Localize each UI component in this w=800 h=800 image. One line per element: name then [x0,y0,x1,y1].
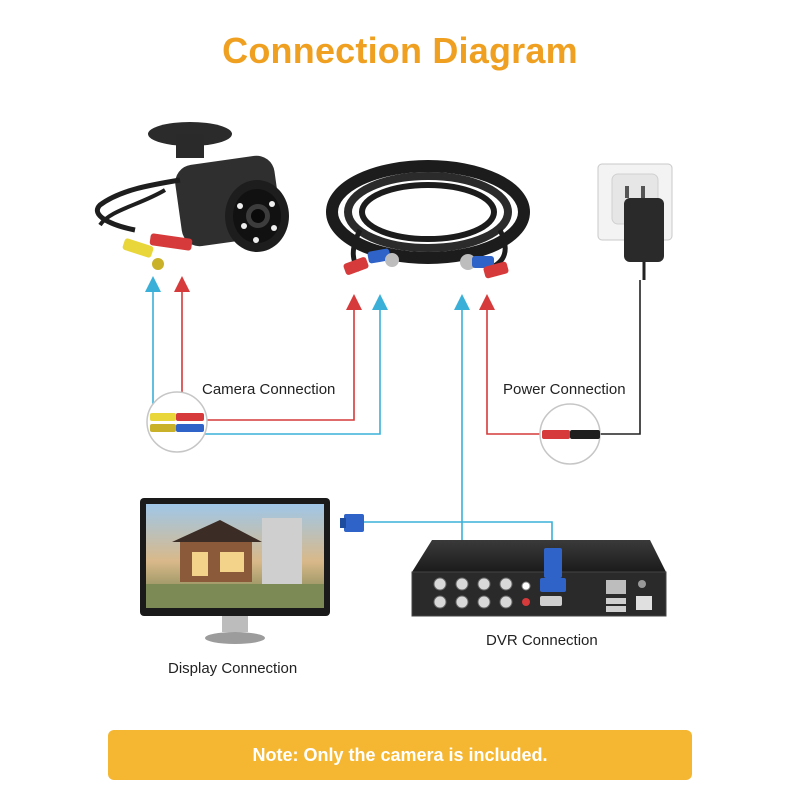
dvr-connection-label: DVR Connection [486,632,598,649]
vga-connector-icon [340,514,364,532]
power-connector-closeup [540,404,600,464]
power-adapter-icon [624,198,664,280]
display-connection-label: Display Connection [168,660,297,677]
dvr-recorder-icon [412,540,666,616]
camera-connection-label: Camera Connection [202,381,335,398]
monitor-icon [140,498,330,644]
bnc-cable-coil-icon [332,166,524,279]
camera-connector-closeup [147,392,207,452]
bullet-camera-icon [97,122,289,270]
note-banner: Note: Only the camera is included. [108,730,692,780]
power-connection-label: Power Connection [503,381,626,398]
note-text: Note: Only the camera is included. [252,745,547,766]
